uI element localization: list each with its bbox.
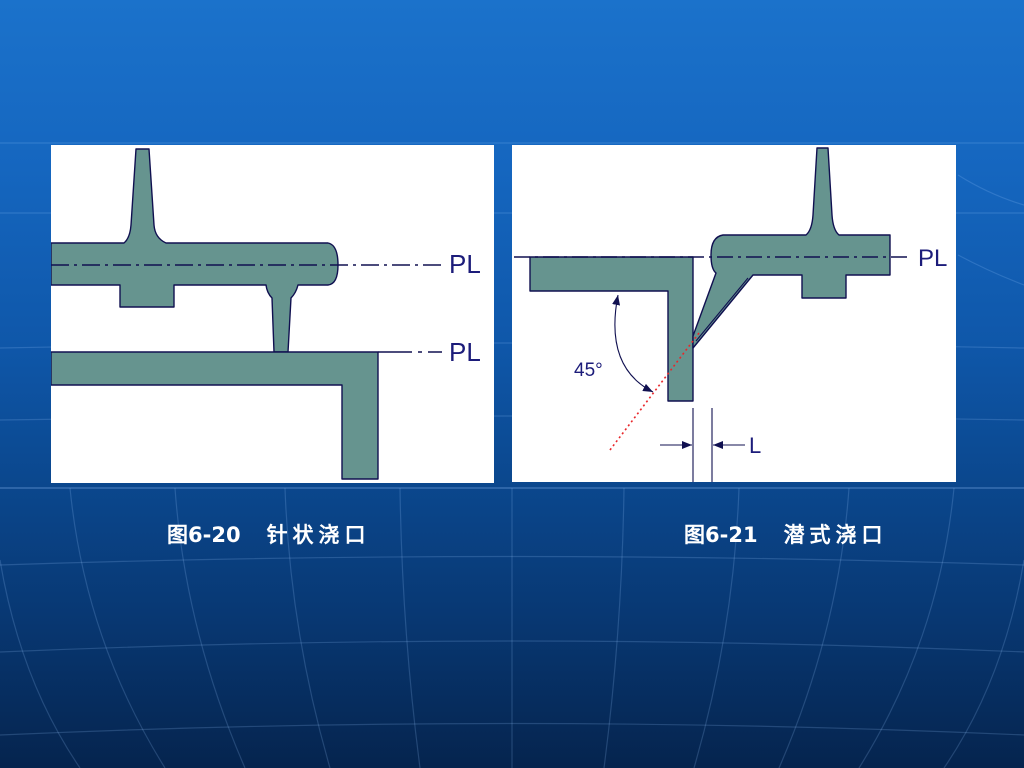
angle-label: 45° xyxy=(574,360,603,381)
background-grid-line xyxy=(603,487,625,768)
molded-part xyxy=(529,256,694,402)
background-grid-line xyxy=(957,254,1024,286)
tunnel-gate-inner-edge xyxy=(695,277,749,342)
figure-title: 针状浇口 xyxy=(266,523,371,547)
background-grid-line xyxy=(69,487,166,768)
background-grid-line xyxy=(0,640,1024,653)
background-grid-line xyxy=(693,487,740,768)
background-grid-line xyxy=(0,722,1024,736)
figure-6-21-caption: 图6-21 潜式浇口 xyxy=(684,522,888,548)
parting-line-lower-label: PL xyxy=(449,337,481,367)
molded-part xyxy=(51,351,379,480)
figure-number: 图6-21 xyxy=(684,523,758,547)
submarine-gate-diagram: PL 45° L xyxy=(514,147,947,482)
figure-number: 图6-20 xyxy=(167,523,241,547)
background-grid-line xyxy=(284,487,331,768)
figure-6-20-caption: 图6-20 针状浇口 xyxy=(167,522,371,548)
background-grid-line xyxy=(778,487,850,768)
angle-arc xyxy=(612,294,654,393)
background-grid-line xyxy=(399,487,421,768)
parting-line-label: PL xyxy=(918,245,947,272)
runner-sprue-and-tunnel-gate xyxy=(692,147,891,349)
background-grid-line xyxy=(0,559,81,768)
figure-6-21-panel: PL 45° L xyxy=(512,145,956,482)
background-grid-line xyxy=(957,174,1024,206)
figure-title: 潜式浇口 xyxy=(783,523,888,547)
figure-6-20-panel: PL PL xyxy=(51,145,494,483)
background-grid-line xyxy=(943,559,1024,768)
background-grid-line xyxy=(174,487,246,768)
runner-sprue-and-pin-gate xyxy=(51,148,339,353)
parting-line-upper-label: PL xyxy=(449,249,481,279)
background-grid-line xyxy=(0,555,1024,566)
pin-gate-diagram: PL PL xyxy=(51,148,481,480)
background-grid-line xyxy=(858,487,955,768)
dimension-label: L xyxy=(749,433,761,458)
